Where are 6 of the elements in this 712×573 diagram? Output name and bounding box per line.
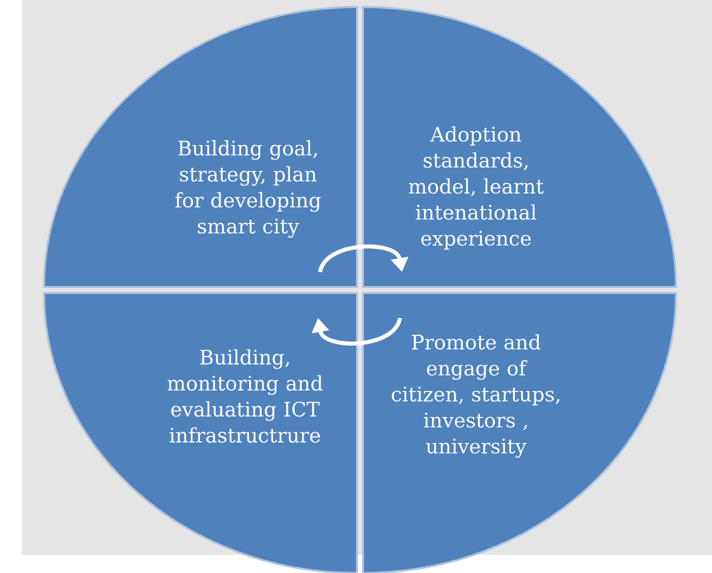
quadrant: Building goal, strategy, plan for developing smart city [43, 6, 358, 288]
quadrant: Building, monitoring and evaluating ICT infrastructrure [43, 292, 358, 573]
cycle-arrow [312, 317, 402, 346]
cycle-arrow [318, 244, 408, 273]
quadrant: Promote and engage of citizen, startups, investors , university [362, 292, 677, 573]
quadrant: Adoption standards, model, learnt intenational experience [362, 6, 677, 288]
